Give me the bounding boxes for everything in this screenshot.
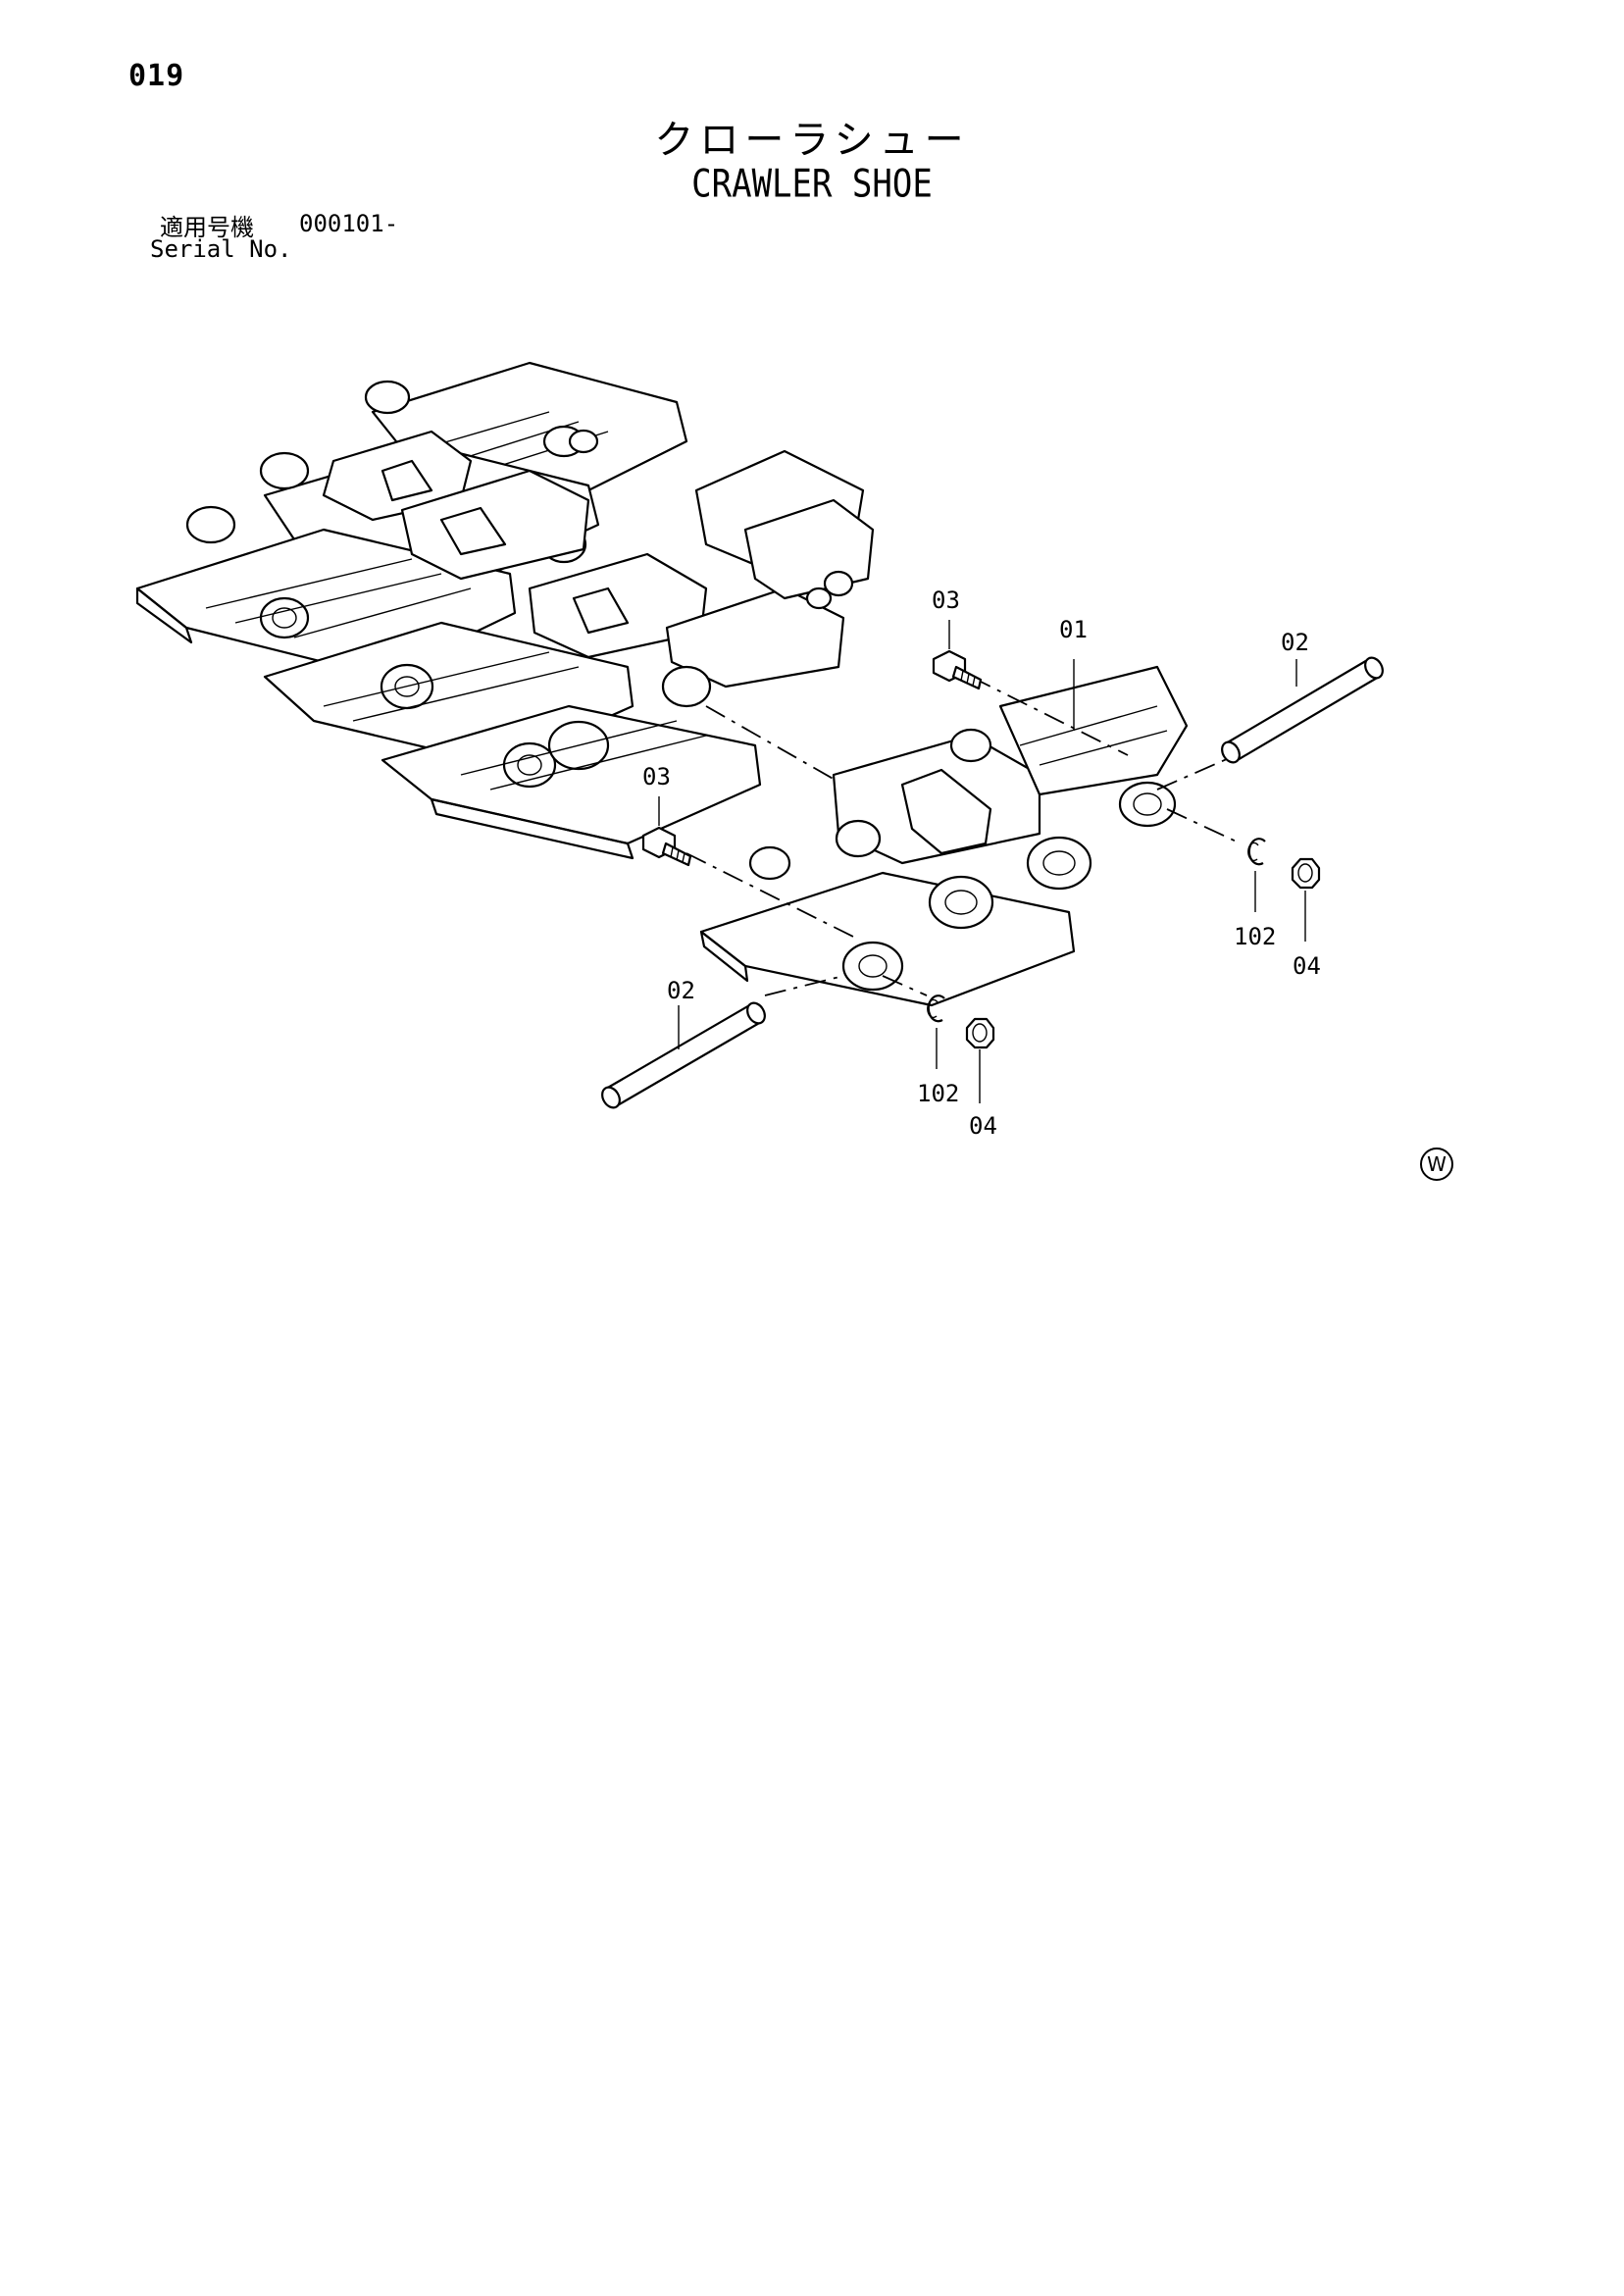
assembly-line-right-pin — [1156, 754, 1237, 791]
assembled-crawler-chain — [135, 361, 875, 860]
revision-mark: W — [1420, 1148, 1453, 1181]
link-assembly-part — [699, 665, 1189, 1007]
snap-ring-right — [1247, 838, 1266, 866]
assembly-line-right-ring — [1166, 808, 1242, 844]
nut-right — [1291, 857, 1321, 890]
bolt-upper — [932, 649, 983, 690]
assembly-line-chain — [705, 705, 844, 786]
callout-snap-ring-lower: 102 — [917, 1080, 959, 1107]
nut-lower — [965, 1017, 995, 1049]
callout-snap-ring-right: 102 — [1234, 923, 1276, 950]
shoe-plate-front — [381, 587, 845, 860]
assembly-line-lower-pin — [764, 975, 844, 996]
assembly-line-upper-bolt — [970, 676, 1129, 756]
page-title-japanese: クローラシュー — [654, 118, 970, 163]
page-number: 019 — [128, 59, 185, 93]
callout-pin-left: 02 — [667, 977, 695, 1004]
pin-right — [1221, 656, 1384, 764]
bolt-lower — [641, 826, 692, 867]
serial-label: Serial No. — [150, 235, 292, 263]
snap-ring-lower — [927, 995, 945, 1023]
callout-bolt-lower: 03 — [642, 763, 671, 791]
assembly-line-lower-ring — [882, 975, 928, 996]
shoe-plate-right-segments — [694, 449, 875, 610]
callout-nut-lower: 04 — [969, 1112, 997, 1140]
assembly-line-lower-bolt — [685, 852, 854, 938]
serial-label-japanese: 適用号機 — [160, 214, 254, 241]
callout-nut-right: 04 — [1293, 952, 1321, 980]
callout-pin-right: 02 — [1281, 629, 1309, 656]
callout-link-assembly: 01 — [1059, 616, 1088, 643]
serial-range: 000101- — [299, 210, 399, 237]
page-title: CRAWLER SHOE — [691, 162, 933, 207]
callout-bolt-upper: 03 — [932, 587, 960, 614]
pin-left — [601, 1001, 766, 1109]
